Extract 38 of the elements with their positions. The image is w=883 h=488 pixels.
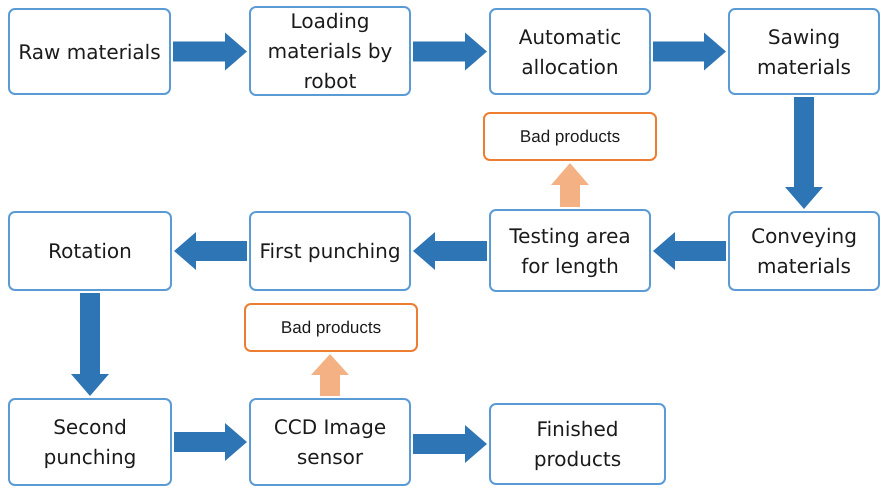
box-label: Loading materials by robot xyxy=(266,8,394,95)
process-box xyxy=(483,112,657,161)
block-arrow xyxy=(413,425,487,463)
block-arrow xyxy=(311,354,349,396)
box-label: CCD Image sensor xyxy=(272,414,388,471)
process-box xyxy=(8,8,171,95)
process-box xyxy=(489,403,666,485)
process-box xyxy=(249,6,411,96)
block-arrow xyxy=(785,97,823,209)
box-label: First punching xyxy=(259,238,401,265)
box-label: Raw materials xyxy=(18,38,161,66)
box-label: Conveying materials xyxy=(750,223,858,280)
process-box xyxy=(249,211,411,291)
block-arrow xyxy=(653,32,726,70)
box-label: Rotation xyxy=(48,238,132,265)
process-box xyxy=(728,8,880,95)
block-arrow xyxy=(174,423,247,461)
process-box xyxy=(249,398,411,486)
block-arrow xyxy=(173,32,247,70)
block-arrow xyxy=(71,293,109,396)
box-label: Testing area for length xyxy=(508,222,632,280)
process-box xyxy=(489,8,651,95)
box-label: Second punching xyxy=(42,414,138,471)
block-arrow xyxy=(551,163,589,207)
process-box xyxy=(8,211,172,291)
block-arrow xyxy=(413,232,487,270)
box-label: Bad products xyxy=(520,126,620,148)
block-arrow xyxy=(413,32,487,70)
box-label: Bad products xyxy=(280,316,382,339)
box-label: Sawing materials xyxy=(756,24,852,80)
process-box xyxy=(728,211,880,291)
process-box xyxy=(244,303,418,352)
box-label: Automatic allocation xyxy=(518,24,622,80)
process-box xyxy=(8,398,172,486)
process-box xyxy=(489,209,651,292)
box-label: Finished products xyxy=(532,416,622,473)
block-arrow xyxy=(174,232,247,270)
block-arrow xyxy=(653,232,726,270)
